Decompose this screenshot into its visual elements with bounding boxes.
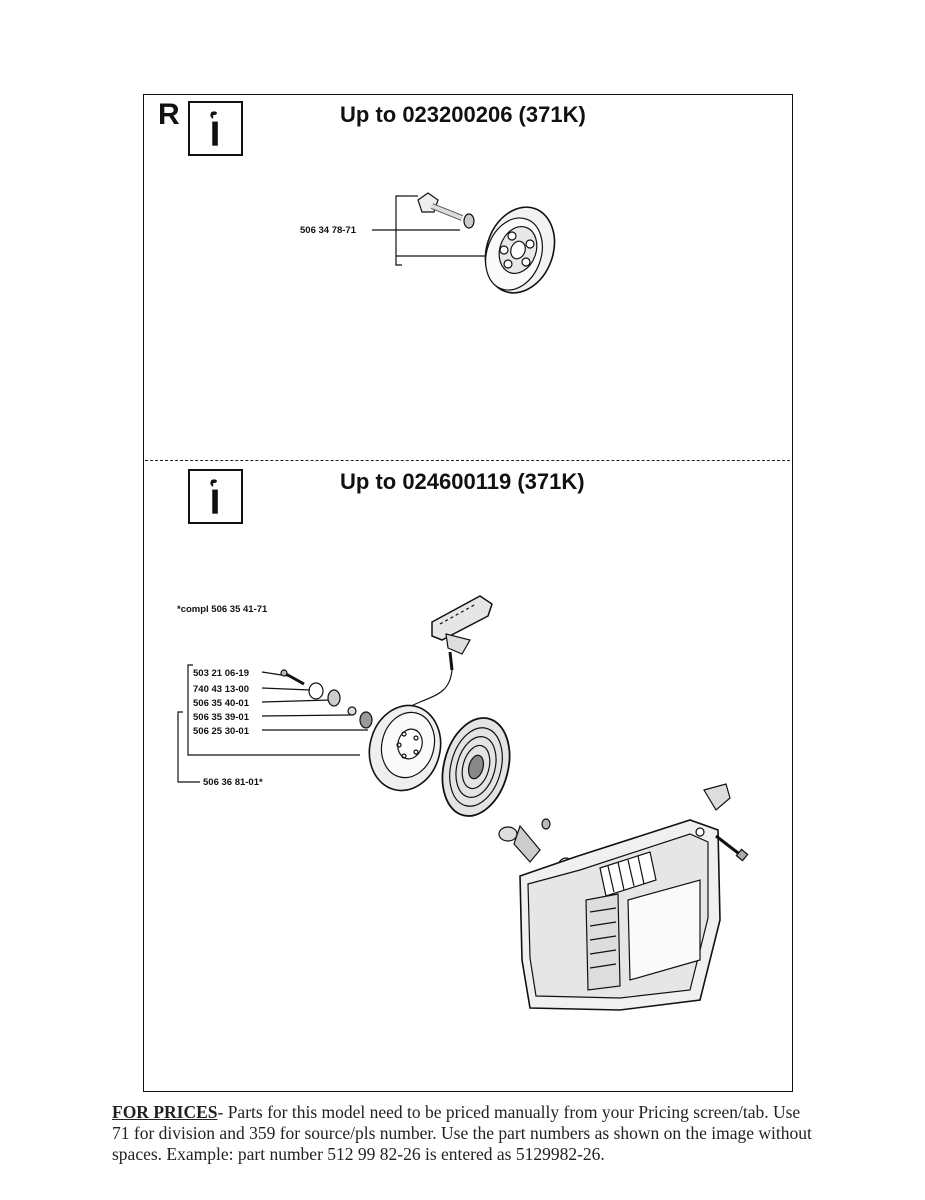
pricing-note-text: - Parts for this model need to be priced… bbox=[112, 1102, 812, 1164]
pricing-note-lead: FOR PRICES bbox=[112, 1102, 218, 1122]
callout-bottom-2: 506 35 40-01 bbox=[193, 698, 249, 709]
pricing-note: FOR PRICES- Parts for this model need to… bbox=[112, 1102, 812, 1165]
section-heading-top: Up to 023200206 (371K) bbox=[340, 102, 586, 127]
callout-bottom-0: 503 21 06-19 bbox=[193, 668, 249, 679]
callout-bottom-5: 506 36 81-01* bbox=[203, 777, 263, 788]
callout-bottom-1: 740 43 13-00 bbox=[193, 684, 249, 695]
kit-note: *compl 506 35 41-71 bbox=[177, 604, 268, 615]
info-icon bbox=[188, 469, 243, 524]
section-divider bbox=[145, 460, 790, 461]
revision-marker: R bbox=[158, 98, 180, 131]
section-heading-bottom: Up to 024600119 (371K) bbox=[340, 469, 585, 494]
callout-top-0: 506 34 78-71 bbox=[300, 225, 356, 236]
page-frame bbox=[143, 94, 793, 1092]
info-icon bbox=[188, 101, 243, 156]
callout-bottom-3: 506 35 39-01 bbox=[193, 712, 249, 723]
callout-bottom-4: 506 25 30-01 bbox=[193, 726, 249, 737]
